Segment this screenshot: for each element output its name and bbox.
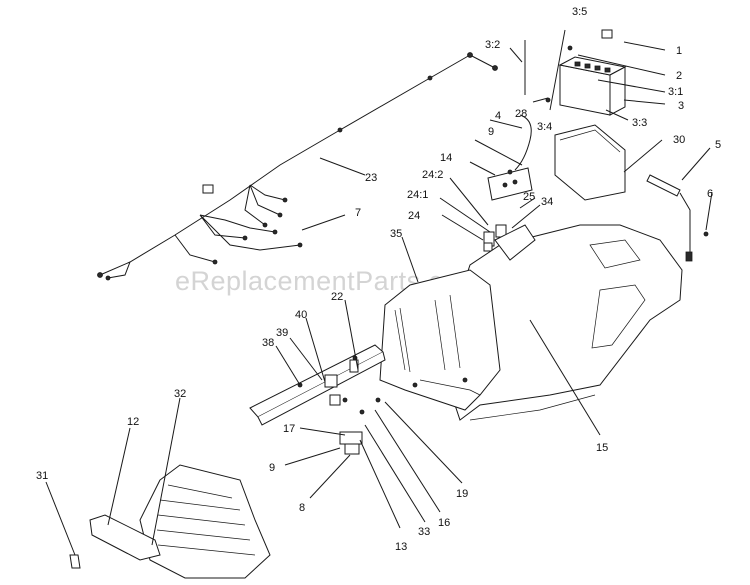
label-24: 24 [408, 210, 420, 222]
label-28: 28 [515, 108, 527, 120]
label-3-1: 3:1 [668, 86, 683, 98]
label-15: 15 [596, 442, 608, 454]
battery-cables [514, 114, 709, 262]
label-39: 39 [276, 327, 288, 339]
label-3-3: 3:3 [632, 117, 647, 129]
label-33: 33 [418, 526, 430, 538]
label-24-2: 24:2 [422, 169, 443, 181]
label-13: 13 [395, 541, 407, 553]
label-38: 38 [262, 337, 274, 349]
label-5: 5 [715, 139, 721, 151]
label-22: 22 [331, 291, 343, 303]
label-9-bottom: 9 [269, 462, 275, 474]
label-31: 31 [36, 470, 48, 482]
mount-bracket [483, 167, 533, 252]
label-1: 1 [676, 45, 682, 57]
label-24-1: 24:1 [407, 189, 428, 201]
battery [524, 29, 627, 116]
callout-labels: 1 2 3:1 3 3:3 3:5 3:2 3:4 28 4 9 14 24:2… [36, 6, 721, 553]
label-4: 4 [495, 110, 501, 122]
label-6: 6 [707, 188, 713, 200]
leader-lines [45, 29, 713, 556]
label-25: 25 [523, 191, 535, 203]
label-8: 8 [299, 502, 305, 514]
front-grille [139, 464, 271, 579]
label-34: 34 [541, 196, 553, 208]
label-3-5: 3:5 [572, 6, 587, 18]
label-23: 23 [365, 172, 377, 184]
label-19: 19 [456, 488, 468, 500]
label-40: 40 [295, 309, 307, 321]
label-9-top: 9 [488, 126, 494, 138]
label-32: 32 [174, 388, 186, 400]
dash-tower [379, 224, 536, 411]
battery-tray [554, 124, 626, 201]
hardware-cluster [324, 359, 381, 455]
label-30: 30 [673, 134, 685, 146]
label-7: 7 [355, 207, 361, 219]
label-3-4: 3:4 [537, 121, 552, 133]
label-3-2: 3:2 [485, 39, 500, 51]
label-14: 14 [440, 152, 452, 164]
label-35: 35 [390, 228, 402, 240]
label-16: 16 [438, 517, 450, 529]
label-3: 3 [678, 100, 684, 112]
front-bumper [69, 514, 161, 569]
label-2: 2 [676, 70, 682, 82]
label-12: 12 [127, 416, 139, 428]
label-17: 17 [283, 423, 295, 435]
wiring-harness [97, 52, 498, 281]
